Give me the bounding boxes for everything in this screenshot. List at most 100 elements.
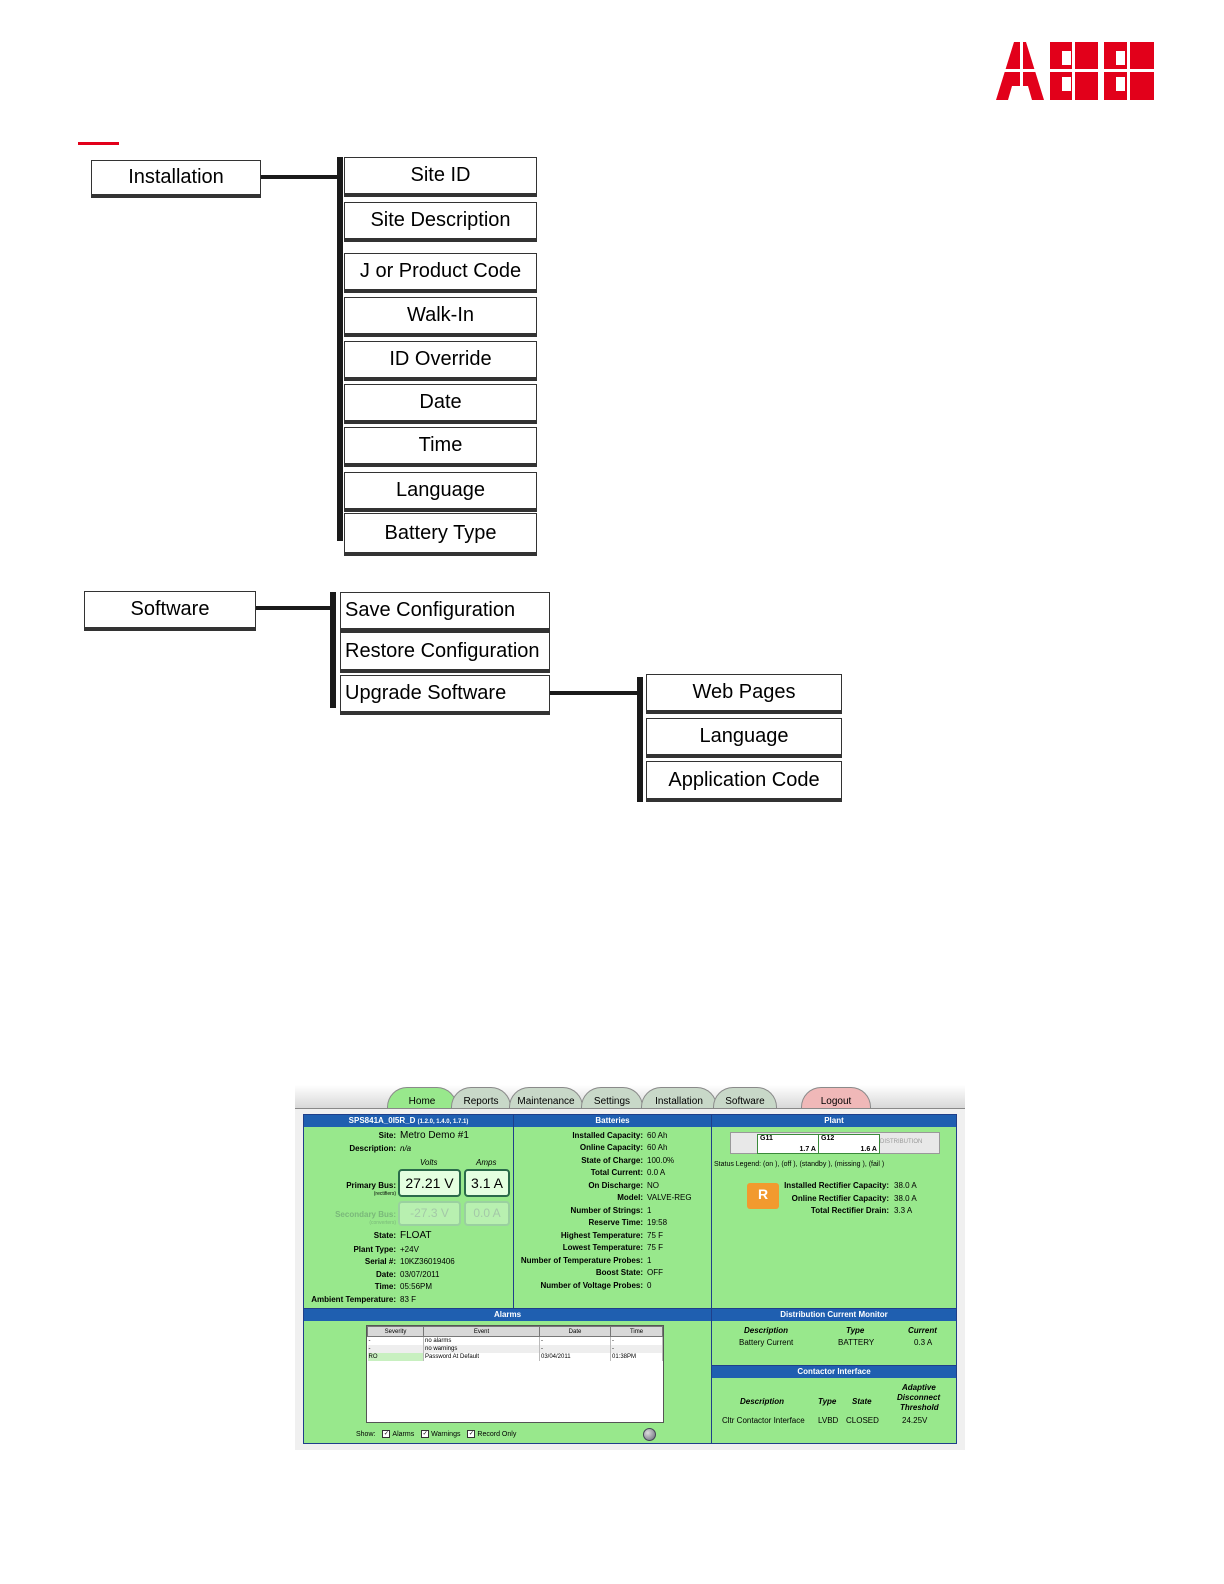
- tree-trunk: [337, 157, 343, 541]
- tree-item-site-id: Site ID: [344, 157, 537, 194]
- tree-trunk: [330, 592, 336, 708]
- date-label: Date:: [375, 1270, 396, 1279]
- battery-row-label: Installed Capacity:: [572, 1131, 643, 1140]
- battery-row-value: 19:58: [647, 1218, 668, 1227]
- tree-item-product-code: J or Product Code: [344, 253, 537, 290]
- tab-home[interactable]: Home: [387, 1087, 457, 1108]
- warnings-checkbox[interactable]: ✓: [421, 1430, 430, 1438]
- batteries-panel: Batteries Installed Capacity: 60 Ah Onli…: [513, 1114, 712, 1309]
- installed-rect-cap-label: Installed Rectifier Capacity:: [784, 1181, 889, 1190]
- g12-label: G12: [821, 1135, 835, 1142]
- plant-type-value: +24V: [400, 1245, 419, 1254]
- table-row[interactable]: RO Password At Default 03/04/2011 01:38P…: [367, 1353, 663, 1361]
- cell: -: [610, 1336, 663, 1345]
- rectifier-shelf: G11 1.7 A G12 1.6 A DISTRIBUTION: [730, 1132, 940, 1154]
- cont-cell-state: CLOSED: [846, 1416, 879, 1425]
- dist-cell-type: BATTERY: [838, 1338, 875, 1347]
- warnings-checkbox-label: Warnings: [431, 1430, 461, 1438]
- cell: Password At Default: [423, 1353, 540, 1361]
- tree-item-walk-in: Walk-In: [344, 297, 537, 334]
- secondary-bus-sub: (converters): [369, 1220, 396, 1226]
- table-row[interactable]: - no warnings - -: [367, 1345, 663, 1353]
- g11-label: G11: [760, 1135, 773, 1142]
- refresh-icon[interactable]: [643, 1428, 656, 1441]
- col-event[interactable]: Event: [423, 1326, 540, 1337]
- date-value: 03/07/2011: [400, 1270, 440, 1279]
- battery-row-value: VALVE-REG: [647, 1193, 692, 1202]
- battery-row-label: Number of Voltage Probes:: [540, 1281, 643, 1290]
- show-label: Show:: [356, 1430, 376, 1438]
- cell: -: [610, 1345, 663, 1353]
- tab-settings[interactable]: Settings: [581, 1087, 643, 1108]
- battery-row-value: 0.0 A: [647, 1168, 666, 1177]
- col-date[interactable]: Date: [539, 1326, 611, 1337]
- cont-cell-description: Cltr Contactor Interface: [722, 1416, 805, 1425]
- cell: -: [367, 1336, 424, 1345]
- tree-root-software: Software: [84, 591, 256, 628]
- rectifier-g12[interactable]: G12 1.6 A: [818, 1134, 880, 1154]
- cont-cell-type: LVBD: [818, 1416, 839, 1425]
- plant-panel: Plant G11 1.7 A G12 1.6 A DISTRIBUTION S…: [711, 1114, 957, 1309]
- alarm-filters: Show: ✓Alarms ✓Warnings ✓Record Only: [356, 1430, 516, 1438]
- tab-logout[interactable]: Logout: [801, 1087, 871, 1108]
- tab-installation[interactable]: Installation: [641, 1087, 717, 1108]
- serial-value: 10KZ36019406: [400, 1257, 455, 1266]
- rectifier-icon: R: [747, 1183, 779, 1209]
- amps-header: Amps: [476, 1158, 497, 1167]
- rect-drain-label: Total Rectifier Drain:: [810, 1206, 889, 1215]
- cell: no alarms: [423, 1336, 540, 1345]
- alarms-checkbox[interactable]: ✓: [382, 1430, 391, 1438]
- battery-row-label: Boost State:: [595, 1268, 643, 1277]
- secondary-amps: 0.0 A: [464, 1201, 510, 1226]
- secondary-volts: -27.3 V: [398, 1201, 461, 1226]
- cell: -: [367, 1345, 424, 1353]
- state-value: FLOAT: [400, 1230, 432, 1241]
- tree-trunk: [637, 677, 643, 802]
- cont-col-state: State: [852, 1397, 872, 1406]
- g11-amps: 1.7 A: [799, 1146, 816, 1153]
- cell: RO: [367, 1353, 424, 1361]
- battery-row-value: 0: [647, 1281, 652, 1290]
- battery-row-label: Lowest Temperature:: [562, 1243, 643, 1252]
- cont-col-type: Type: [818, 1397, 837, 1406]
- battery-row-value: 100.0%: [647, 1156, 675, 1165]
- tree-connector: [256, 606, 336, 610]
- distribution-label: DISTRIBUTION: [880, 1139, 923, 1145]
- battery-row-label: Online Capacity:: [579, 1143, 643, 1152]
- tree-root-installation: Installation: [91, 160, 261, 195]
- tree-item-upgrade-software: Upgrade Software: [340, 675, 550, 712]
- secondary-bus-label: Secondary Bus:: [335, 1210, 396, 1219]
- battery-row-label: Number of Temperature Probes:: [520, 1256, 643, 1265]
- description-label: Description:: [349, 1144, 396, 1153]
- col-severity[interactable]: Severity: [367, 1326, 424, 1337]
- primary-amps: 3.1 A: [464, 1169, 510, 1197]
- tree-item-id-override: ID Override: [344, 341, 537, 378]
- distribution-header: Distribution Current Monitor: [712, 1309, 956, 1321]
- contactor-header: Contactor Interface: [712, 1366, 956, 1378]
- battery-row-value: 75 F: [647, 1231, 664, 1240]
- plant-header: Plant: [712, 1115, 956, 1127]
- dist-cell-description: Battery Current: [739, 1338, 794, 1347]
- battery-row-label: Model:: [617, 1193, 643, 1202]
- record-only-checkbox[interactable]: ✓: [467, 1430, 476, 1438]
- dist-col-description: Description: [744, 1326, 789, 1335]
- tree-connector: [261, 175, 343, 179]
- distribution-panel: Distribution Current Monitor Description…: [711, 1308, 957, 1366]
- primary-volts: 27.21 V: [398, 1169, 461, 1197]
- cont-col-description: Description: [740, 1397, 785, 1406]
- table-row[interactable]: - no alarms - -: [367, 1336, 663, 1345]
- col-time[interactable]: Time: [610, 1326, 663, 1337]
- tab-reports[interactable]: Reports: [451, 1087, 511, 1108]
- alarms-table: Severity Event Date Time - no alarms - -…: [366, 1325, 664, 1423]
- tree-item-application-code: Application Code: [646, 761, 842, 799]
- battery-row-value: 60 Ah: [647, 1143, 668, 1152]
- alarms-header: Alarms: [304, 1309, 711, 1321]
- system-panel: SPS841A_0I5R_D (1.2.0, 1.4.0, 1.7.1) Sit…: [303, 1114, 514, 1309]
- tab-software[interactable]: Software: [713, 1087, 777, 1108]
- time-value: 05:56PM: [400, 1282, 433, 1291]
- cell: -: [539, 1345, 611, 1353]
- dist-cell-current: 0.3 A: [914, 1338, 933, 1347]
- rectifier-g11[interactable]: G11 1.7 A: [757, 1134, 819, 1154]
- accent-bar: [78, 142, 119, 145]
- tab-maintenance[interactable]: Maintenance: [509, 1087, 583, 1108]
